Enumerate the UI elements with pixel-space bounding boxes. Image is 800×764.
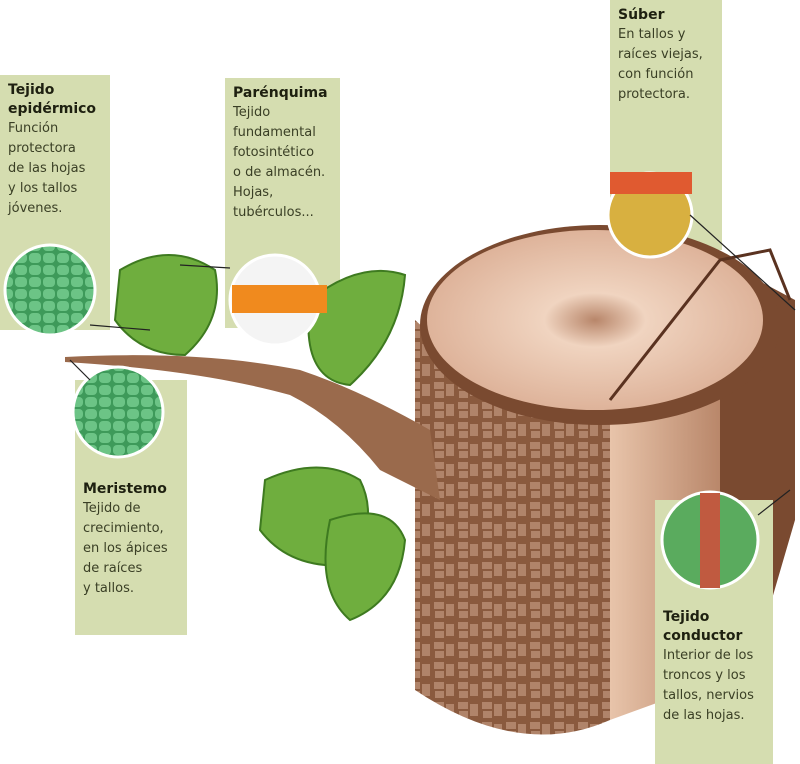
title: Súber	[618, 7, 665, 23]
description: En tallos y raíces viejas, con función p…	[618, 27, 703, 102]
label-conductor: Tejido conductor Interior de los troncos…	[655, 592, 773, 764]
title: Parénquima	[233, 85, 328, 101]
title: Meristemo	[83, 481, 167, 497]
branch	[65, 355, 440, 500]
parenchyma-cells	[232, 285, 327, 313]
vessel	[700, 493, 720, 588]
epidermis-magnified-circle	[3, 243, 97, 337]
meristem-magnified-circle	[71, 365, 165, 459]
description: Función protectora de las hojas y los ta…	[8, 121, 86, 216]
description: Interior de los troncos y los tallos, ne…	[663, 648, 754, 723]
title: Tejido conductor	[663, 609, 743, 644]
cork-cells	[610, 172, 692, 194]
description: Tejido de crecimiento, en los ápices de …	[83, 501, 168, 596]
leaves	[113, 254, 407, 622]
leader-lines	[69, 214, 796, 516]
description: Tejido fundamental fotosintético o de al…	[233, 105, 326, 220]
title: Tejido epidérmico	[8, 82, 97, 117]
